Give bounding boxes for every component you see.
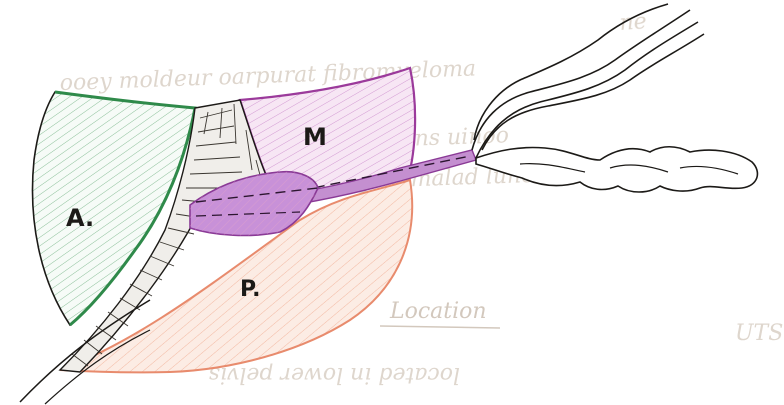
label-posterior: P. (240, 277, 260, 302)
svg-text:UTS: UTS (735, 321, 783, 346)
svg-text:located in lower pelvis: located in lower pelvis (209, 362, 460, 387)
label-middle: M (303, 123, 327, 151)
svg-text:Location: Location (389, 299, 487, 324)
label-anterior: A. (66, 204, 94, 232)
